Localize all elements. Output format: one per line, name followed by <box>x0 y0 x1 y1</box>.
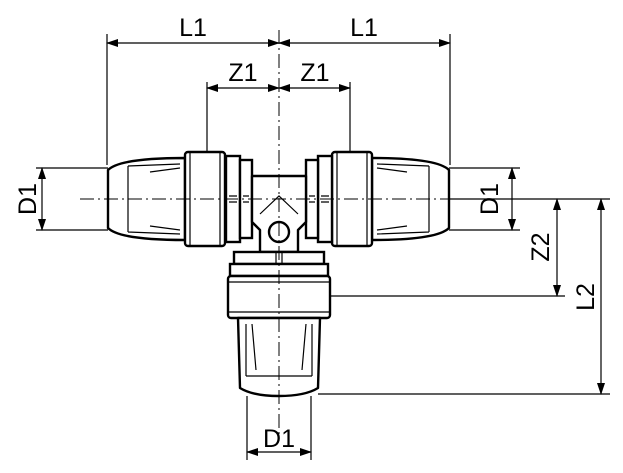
extension-lines <box>36 34 610 460</box>
label-d1-bottom: D1 <box>263 425 295 453</box>
label-d1-left: D1 <box>14 183 42 215</box>
label-z1-left: Z1 <box>228 59 257 87</box>
label-d1-right: D1 <box>476 183 504 215</box>
label-z2: Z2 <box>527 232 555 261</box>
label-l2: L2 <box>572 283 600 311</box>
centerlines <box>80 30 478 440</box>
dimension-lines <box>38 39 605 456</box>
dimension-labels: L1 L1 Z1 Z1 D1 D1 Z2 L2 D1 <box>14 14 600 453</box>
label-l1-right: L1 <box>350 14 378 42</box>
label-z1-right: Z1 <box>300 59 329 87</box>
label-l1-left: L1 <box>179 14 207 42</box>
